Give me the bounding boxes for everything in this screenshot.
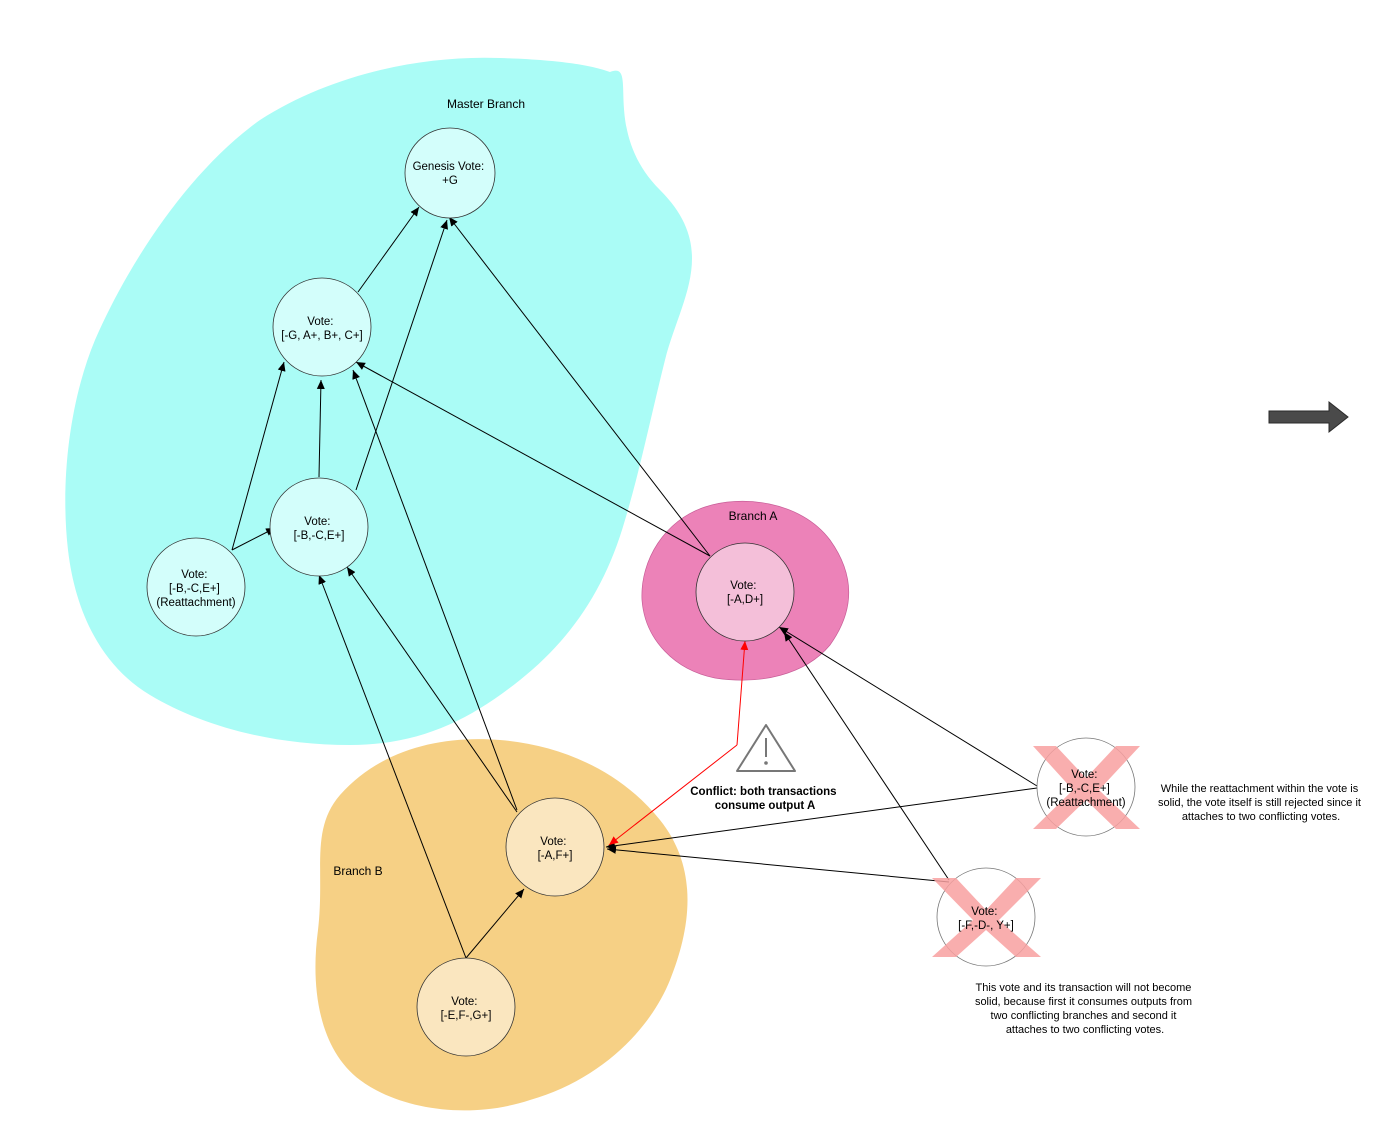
edge-af-gabc	[352, 369, 518, 811]
vote-ad-line-2: [-A,D+]	[727, 594, 763, 606]
branch-b-region	[315, 739, 688, 1111]
svg-text:Genesis Vote: +G: Genesis Vote: +G	[413, 161, 488, 187]
vote-reattach-line-1: Vote:	[181, 569, 207, 581]
edge-rejfdy-ad	[783, 631, 950, 881]
vote-gabc-line-2: [-G, A+, B+, C+]	[281, 330, 363, 342]
svg-text:Vote: [-B,-C,E+] (: Vote: [-B,-C,E+] (Reattachment)	[1046, 769, 1125, 809]
conflict-label: Conflict: both transactions consume outp…	[690, 786, 840, 812]
warning-icon	[736, 724, 796, 772]
node-vote-af: Vote: [-A,F+]	[505, 797, 605, 897]
node-vote-reattachment: Vote: [-B,-C,E+] (Reattachment)	[146, 537, 246, 637]
edge-af-bce	[346, 566, 518, 813]
edge-bce-gabc	[316, 379, 325, 478]
branch-b-label: Branch B	[333, 864, 382, 878]
edge-rejreattach-af	[605, 787, 1038, 850]
edge-ad-gabc	[355, 361, 711, 557]
fdy-note-line-3: two conflicting branches and second it	[991, 1010, 1177, 1022]
vote-ad-line-1: Vote:	[730, 580, 756, 592]
edge-gabc-genesis	[357, 206, 420, 293]
vote-af-line-2: [-A,F+]	[538, 850, 573, 862]
node-vote-bce: Vote: [-B,-C,E+]	[269, 477, 369, 577]
vote-af-line-1: Vote:	[540, 836, 566, 848]
edge-efg-bce	[318, 574, 467, 959]
rej-fdy-line-1: Vote:	[971, 906, 997, 918]
edges	[231, 206, 1038, 959]
edge-reattach-bce	[231, 527, 276, 551]
reattach-note-line-3: attaches to two conflicting votes.	[1182, 811, 1340, 823]
vote-efg-line-1: Vote:	[451, 996, 477, 1008]
reattach-note-line-1: While the reattachment within the vote i…	[1161, 783, 1359, 795]
svg-text:Vote: [-B,-C,E+] (: Vote: [-B,-C,E+] (Reattachment)	[156, 569, 235, 609]
svg-text:Vote: [-B,-C,E+]: Vote: [-B,-C,E+]	[294, 516, 345, 542]
node-rejected-fdy: Vote: [-F,-D-, Y+]	[932, 867, 1041, 967]
fdy-note-line-2: solid, because first it consumes outputs…	[975, 996, 1192, 1008]
next-arrow-icon[interactable]	[1268, 400, 1349, 434]
svg-text:Vote: [-A,D+]: Vote: [-A,D+]	[727, 580, 763, 606]
rej-reattach-line-3: (Reattachment)	[1046, 797, 1125, 809]
master-branch-label: Master Branch	[447, 97, 525, 111]
node-rejected-reattachment: Vote: [-B,-C,E+] (Reattachment)	[1033, 737, 1140, 837]
reattachment-note: While the reattachment within the vote i…	[1158, 783, 1364, 823]
rejected-cross-icon	[932, 878, 1041, 957]
svg-text:Vote: [-A,F+]: Vote: [-A,F+]	[538, 836, 573, 862]
vote-reattach-line-2: [-B,-C,E+]	[169, 583, 220, 595]
node-vote-gabc: Vote: [-G, A+, B+, C+]	[272, 277, 372, 377]
conflict-edge-lower	[608, 744, 738, 846]
edge-reattach-gabc	[231, 361, 286, 551]
edge-rejreattach-ad	[778, 626, 1038, 787]
conflict-edge	[736, 640, 749, 746]
svg-text:Vote: [-F,-D-, Y+]: Vote: [-F,-D-, Y+]	[958, 906, 1014, 932]
fdy-note-line-1: This vote and its transaction will not b…	[976, 982, 1192, 994]
vote-bce-line-2: [-B,-C,E+]	[294, 530, 345, 542]
edge-ad-genesis	[448, 216, 711, 557]
edge-efg-af	[465, 888, 525, 959]
master-branch-region	[65, 57, 693, 745]
genesis-line-2: +G	[442, 175, 458, 187]
vote-bce-line-1: Vote:	[304, 516, 330, 528]
node-vote-ad: Vote: [-A,D+]	[695, 542, 795, 642]
branch-a-label: Branch A	[729, 509, 778, 523]
rej-reattach-line-1: Vote:	[1071, 769, 1097, 781]
vote-reattach-line-3: (Reattachment)	[156, 597, 235, 609]
vote-efg-line-2: [-E,F-,G+]	[441, 1010, 492, 1022]
node-genesis: Genesis Vote: +G	[404, 127, 496, 219]
genesis-line-1: Genesis Vote:	[413, 161, 485, 173]
reattach-note-line-2: solid, the vote itself is still rejected…	[1158, 797, 1361, 809]
fdy-note: This vote and its transaction will not b…	[975, 982, 1195, 1036]
fdy-note-line-4: attaches to two conflicting votes.	[1006, 1024, 1164, 1036]
svg-text:Vote: [-G, A+, B+, C+]: Vote: [-G, A+, B+, C+]	[281, 316, 363, 342]
rejected-cross-icon	[1033, 746, 1140, 829]
rej-reattach-line-2: [-B,-C,E+]	[1059, 783, 1110, 795]
node-vote-efg: Vote: [-E,F-,G+]	[416, 957, 516, 1057]
edge-bce-genesis	[355, 219, 448, 491]
rej-fdy-line-2: [-F,-D-, Y+]	[958, 920, 1014, 932]
svg-text:Vote: [-E,F-,G+]: Vote: [-E,F-,G+]	[441, 996, 492, 1022]
conflict-line-1: Conflict: both transactions	[690, 786, 836, 798]
conflict-line-2: consume output A	[715, 800, 816, 812]
edge-rejfdy-af	[606, 845, 950, 883]
vote-gabc-line-1: Vote:	[307, 316, 333, 328]
